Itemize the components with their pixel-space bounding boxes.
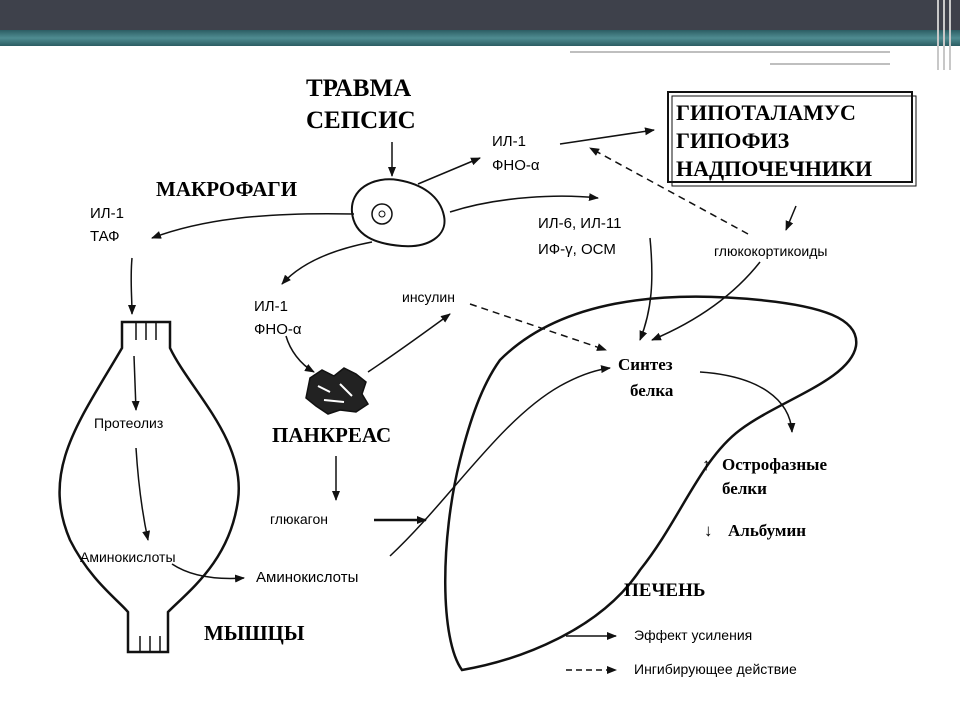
arrow-macrophage-taf	[151, 212, 355, 239]
arrow-il1-hypothalamus	[559, 127, 655, 145]
label-acute-1: Острофазные	[722, 455, 827, 474]
node-liver: ПЕЧЕНЬ	[624, 580, 705, 601]
label-acute-2: белки	[722, 479, 767, 498]
label-il6: ИЛ-6, ИЛ-11	[538, 215, 622, 232]
legend-dashed-label: Ингибирующее действие	[634, 661, 797, 677]
dashed-gluco-il1	[589, 147, 749, 235]
liver-shape	[444, 295, 858, 672]
arrow-macrophage-il1-top	[417, 157, 481, 185]
arrow-macrophage-il1-mid	[281, 241, 373, 285]
arrow-hypothalamus-gluco	[785, 205, 797, 231]
arrow-muscle-proteolysis	[131, 355, 140, 411]
label-aminoacids-muscle: Аминокислоты	[80, 549, 176, 565]
label-synthesis-2: белка	[630, 381, 674, 400]
label-aminoacids: Аминокислоты	[256, 569, 358, 586]
arrow-muscle-aminoacids	[171, 563, 245, 583]
label-glucocorticoids: глюкокортикоиды	[714, 243, 827, 259]
legend-solid-label: Эффект усиления	[634, 627, 752, 643]
pancreas-shape	[305, 367, 370, 415]
hypothalamus-box	[667, 91, 913, 183]
node-pancreas: ПАНКРЕАС	[272, 423, 391, 447]
arrow-aminoacids-synthesis	[389, 365, 611, 557]
label-tnf-top: ФНО-α	[492, 157, 540, 174]
label-synthesis-1: Синтез	[618, 355, 673, 374]
arrow-gluco-synthesis	[651, 261, 761, 341]
arrow-pancreas-insulin	[367, 313, 451, 373]
arrow-il6-synthesis	[639, 237, 653, 341]
label-albumin: Альбумин	[728, 521, 806, 540]
slide-header-bar	[0, 0, 960, 30]
node-hypothalamus: ГИПОТАЛАМУС	[676, 100, 856, 125]
label-il1-top: ИЛ-1	[492, 133, 526, 150]
label-ifn: ИФ-γ, ОСМ	[538, 241, 616, 258]
arrow-proteolysis-aminoacids	[135, 447, 151, 541]
muscle-shape	[58, 320, 241, 654]
slide-header-stripe	[0, 30, 960, 46]
header-corner-decoration	[937, 0, 951, 70]
node-pituitary: ГИПОФИЗ	[676, 128, 790, 153]
macrophage-cell	[350, 178, 446, 248]
node-trauma: ТРАВМА	[306, 75, 411, 102]
label-glucagon: глюкагон	[270, 511, 328, 527]
header-underline-decoration	[570, 51, 890, 65]
label-tnf-mid: ФНО-α	[254, 321, 302, 338]
label-taf: ТАФ	[90, 228, 120, 245]
node-adrenals: НАДПОЧЕЧНИКИ	[676, 156, 872, 181]
label-il1-mid: ИЛ-1	[254, 298, 288, 315]
arrow-macrophage-il6	[449, 193, 599, 213]
label-insulin: инсулин	[402, 289, 455, 305]
arrow-taf-muscle	[127, 257, 136, 315]
arrow-down-icon: ↓	[704, 521, 713, 540]
label-il1-left: ИЛ-1	[90, 205, 124, 222]
node-muscles: МЫШЦЫ	[204, 621, 305, 645]
node-macrophages: МАКРОФАГИ	[156, 177, 297, 201]
arrow-up-icon: ↑	[702, 455, 711, 474]
label-proteolysis: Протеолиз	[94, 415, 163, 431]
arrow-synthesis-acute	[699, 371, 796, 433]
node-sepsis: СЕПСИС	[306, 107, 416, 134]
macrophage-nucleus	[371, 203, 393, 225]
arrow-il1-pancreas	[285, 335, 315, 373]
